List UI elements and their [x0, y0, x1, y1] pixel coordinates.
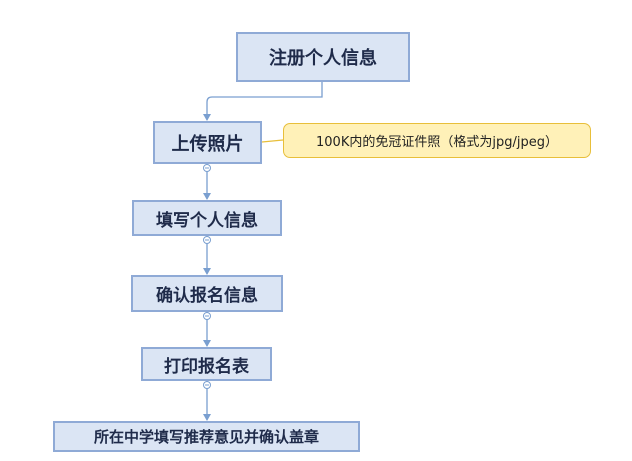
step-label: 确认报名信息: [156, 286, 258, 306]
step-label: 注册个人信息: [269, 48, 377, 69]
step-label: 填写个人信息: [156, 210, 258, 231]
step-upload-photo: 上传照片: [153, 121, 262, 164]
callout-text: 100K内的免冠证件照（格式为jpg/jpeg）: [316, 135, 558, 150]
step-confirm-info: 确认报名信息: [131, 275, 283, 312]
step-register-info: 注册个人信息: [236, 32, 410, 82]
photo-requirement-callout: 100K内的免冠证件照（格式为jpg/jpeg）: [283, 123, 591, 158]
step-label: 上传照片: [171, 133, 244, 155]
step-label: 打印报名表: [164, 356, 249, 377]
connector-register-to-upload: [203, 82, 323, 121]
step-fill-info: 填写个人信息: [132, 200, 282, 236]
step-print-form: 打印报名表: [141, 347, 272, 381]
step-label: 所在中学填写推荐意见并确认盖章: [93, 428, 319, 446]
step-school-stamp: 所在中学填写推荐意见并确认盖章: [53, 421, 360, 452]
connector-upload-to-callout: [261, 139, 284, 143]
